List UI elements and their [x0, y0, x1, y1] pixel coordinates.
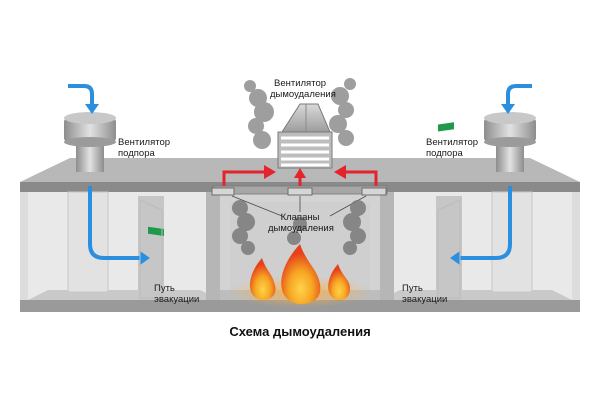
- smoke-icon: [244, 78, 356, 149]
- supply-fan-right-label: Вентилятор подпора: [426, 137, 478, 159]
- evac-left-label-line2: эвакуации: [154, 294, 200, 305]
- evac-left-label-line1: Путь: [154, 283, 175, 294]
- smoke-valve-icon: [211, 187, 387, 196]
- smoke-valves-label-line2: дымоудаления: [268, 223, 334, 234]
- supply-air-arrowheads: [85, 104, 515, 265]
- valve-leader-lines: [231, 195, 367, 217]
- diagram-title: Схема дымоудаления: [229, 324, 371, 339]
- supply-air-arrows: [68, 84, 532, 260]
- evac-left-label: Путь эвакуации: [154, 283, 199, 305]
- building-body: [20, 191, 580, 312]
- evac-right-label: Путь эвакуации: [402, 283, 447, 305]
- evacuation-doors: [139, 199, 461, 299]
- evac-right-label-line1: Путь: [402, 283, 423, 294]
- smoke-fan-label-line2: дымоудаления: [270, 89, 336, 100]
- supply-fan-left-label-line2: подпора: [118, 148, 155, 159]
- smoke-icon: [232, 200, 366, 255]
- smoke-flow-arrowheads: [264, 165, 346, 179]
- supply-fan-icon: [64, 112, 116, 172]
- smoke-valves-label-line1: Клапаны: [280, 212, 320, 223]
- smoke-valves-label: Клапаны дымоудаления: [268, 212, 334, 234]
- fire-icon: [250, 244, 350, 304]
- smoke-fan-label: Вентилятор дымоудаления: [270, 78, 336, 100]
- supply-fan-right-label-line1: Вентилятор: [426, 137, 479, 148]
- supply-fan-icon: [484, 112, 536, 172]
- exit-sign-icon: [148, 122, 454, 237]
- smoke-fan-label-line1: Вентилятор: [273, 78, 327, 89]
- smoke-exhaust-fan-icon: [277, 103, 333, 169]
- supply-fan-right-label-line2: подпора: [426, 148, 463, 159]
- supply-fan-left-label-line1: Вентилятор: [118, 137, 171, 148]
- evac-right-label-line2: эвакуации: [402, 294, 448, 305]
- supply-fan-left-label: Вентилятор подпора: [118, 137, 170, 159]
